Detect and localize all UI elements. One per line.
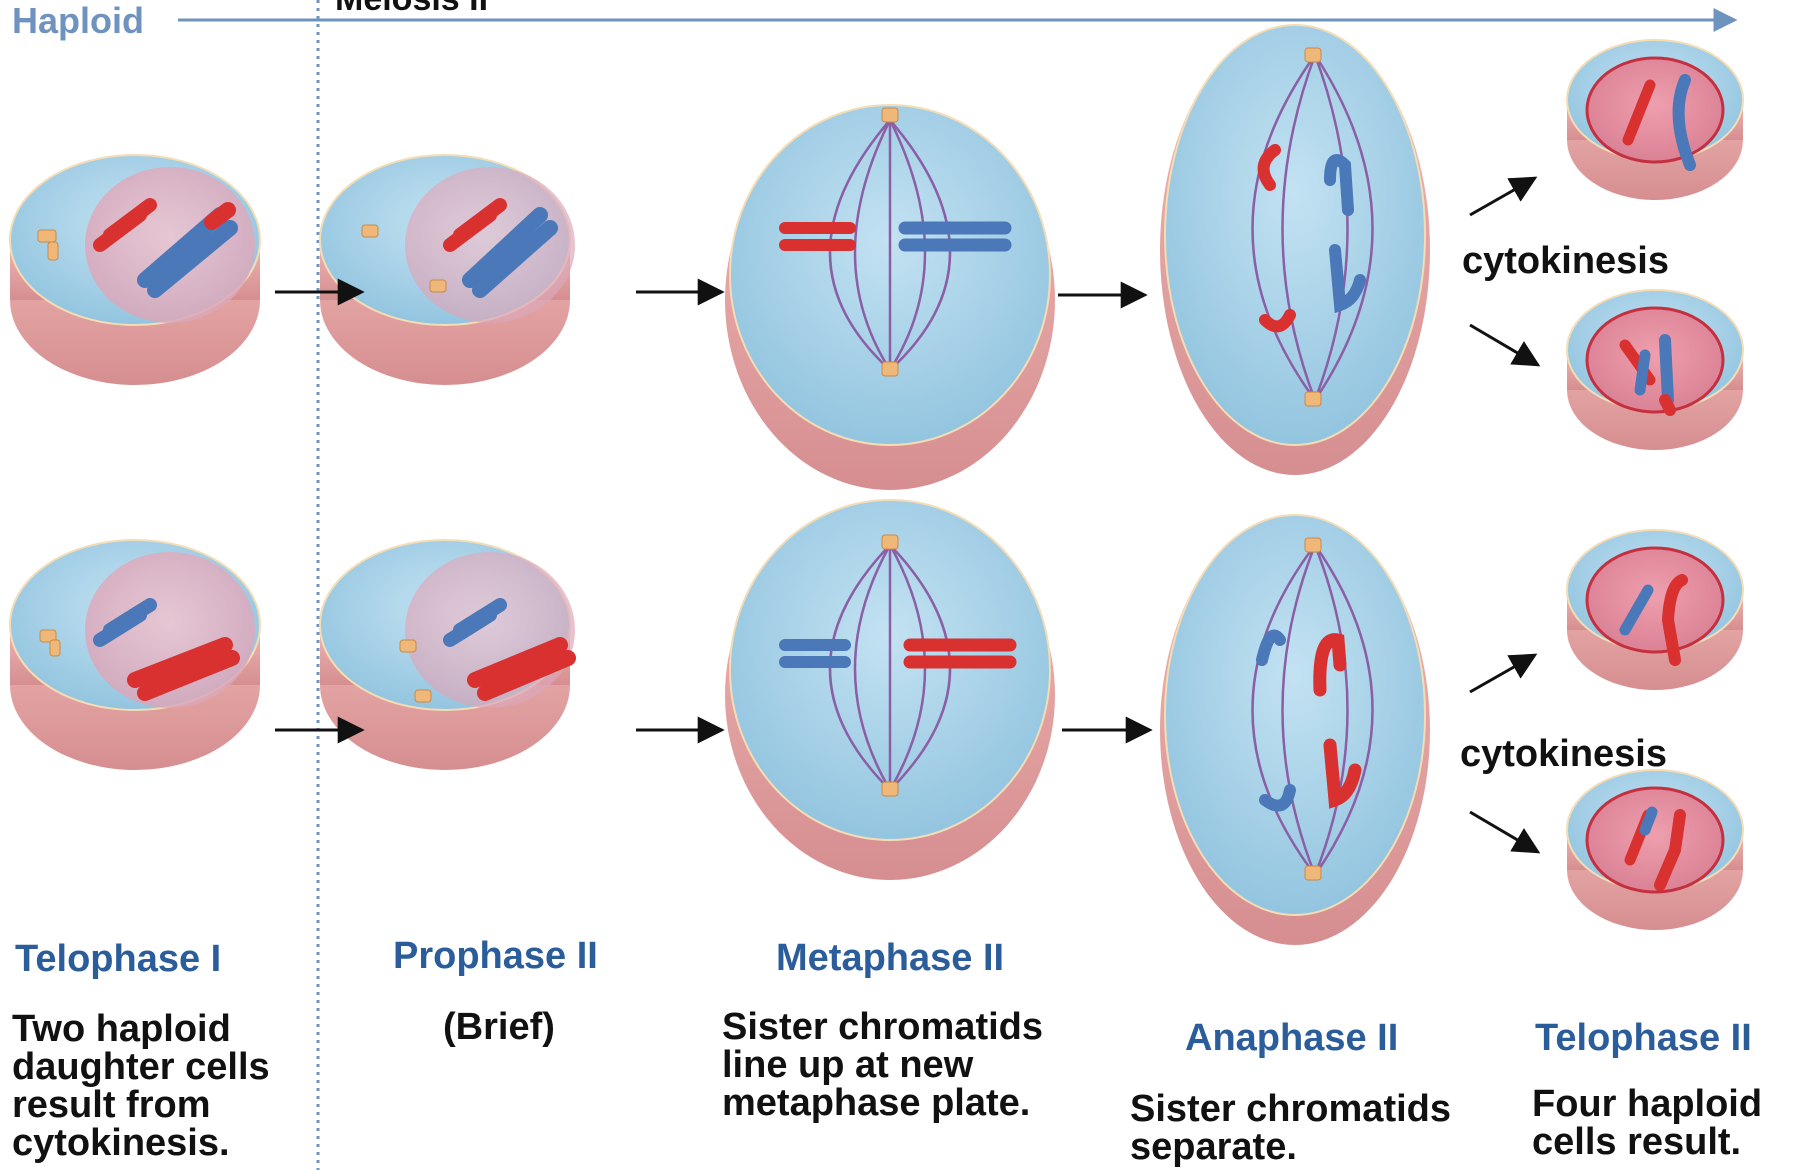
cell-telophase2-3 [1567,530,1743,690]
desc-line: cytokinesis. [12,1124,270,1162]
stage-desc-telophase2: Four haploid cells result. [1532,1085,1762,1161]
stage-title-anaphase2: Anaphase II [1185,1017,1398,1060]
cell-anaphase2-top [1160,25,1430,475]
cell-telophase1-top [10,155,260,385]
cell-telophase2-2 [1567,290,1743,450]
cell-telophase1-bottom [10,540,260,770]
desc-line: Two haploid [12,1010,270,1048]
cell-telophase2-1 [1567,40,1743,200]
arrow-icon [1470,325,1538,365]
desc-line: metaphase plate. [722,1084,1043,1122]
stage-title-telophase1: Telophase I [15,938,221,981]
desc-line: Four haploid [1532,1085,1762,1123]
stage-title-prophase2: Prophase II [393,935,598,978]
desc-line: result from [12,1086,270,1124]
cell-anaphase2-bottom [1160,515,1430,945]
cell-metaphase2-bottom [725,500,1055,880]
meiosis-label: Meiosis II [335,0,488,18]
cell-telophase2-4 [1567,770,1743,930]
stage-desc-telophase1: Two haploid daughter cells result from c… [12,1010,270,1162]
desc-line: Sister chromatids [722,1008,1043,1046]
arrow-icon [1470,812,1538,852]
cell-prophase2-bottom [320,540,575,770]
desc-line: separate. [1130,1128,1451,1166]
arrow-icon [1470,655,1535,692]
cytokinesis-label-top: cytokinesis [1462,242,1669,280]
desc-line: Sister chromatids [1130,1090,1451,1128]
stage-desc-metaphase2: Sister chromatids line up at new metapha… [722,1008,1043,1122]
cell-prophase2-top [320,155,575,385]
desc-line: line up at new [722,1046,1043,1084]
cell-metaphase2-top [725,105,1055,490]
stage-desc-prophase2: (Brief) [443,1008,555,1046]
cytokinesis-label-bottom: cytokinesis [1460,735,1667,773]
stage-title-telophase2: Telophase II [1535,1017,1752,1060]
desc-line: daughter cells [12,1048,270,1086]
stage-title-metaphase2: Metaphase II [776,937,1004,980]
arrow-icon [1470,178,1535,215]
stage-desc-anaphase2: Sister chromatids separate. [1130,1090,1451,1166]
desc-line: cells result. [1532,1123,1762,1161]
haploid-label: Haploid [12,0,144,42]
